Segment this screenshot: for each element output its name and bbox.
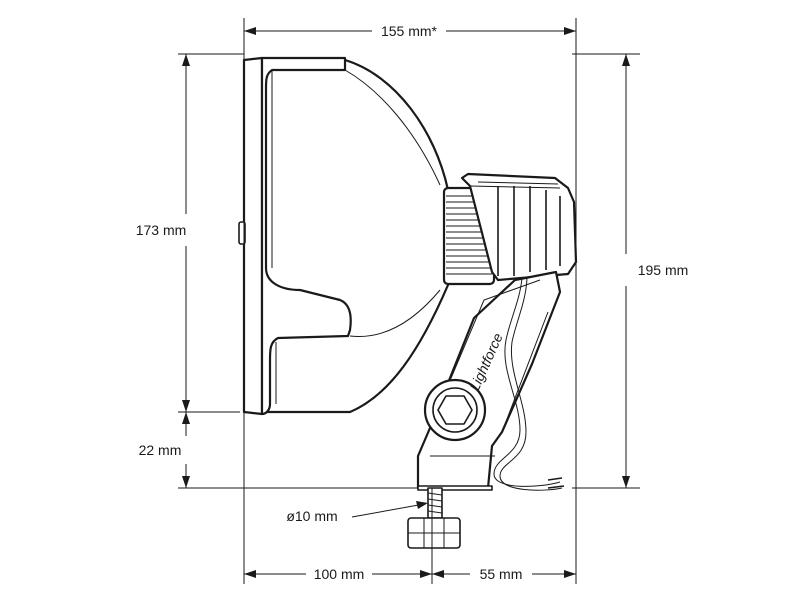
threaded-stud	[427, 487, 443, 519]
dim-front-to-bolt: 100 mm	[314, 566, 365, 582]
extension-vertical	[243, 18, 577, 584]
dimension-labels: 155 mm* 173 mm 22 mm 195 mm ø10 mm 100 m…	[136, 23, 689, 582]
reflector-lower-curve	[349, 289, 441, 338]
nut-facets	[408, 518, 460, 548]
dim-base-height: 22 mm	[139, 442, 182, 458]
wire-b	[499, 277, 563, 491]
wire-a	[493, 277, 561, 487]
dim-lamp-height: 173 mm	[136, 222, 187, 238]
rear-cover-body	[460, 172, 578, 282]
lamp-housing	[238, 56, 450, 416]
rear-cover	[460, 172, 578, 282]
dim-bolt-to-rear: 55 mm	[480, 566, 523, 582]
reflector-curve-line	[344, 69, 441, 186]
bezel-inner-edge	[271, 70, 277, 404]
rear-cover-lip	[469, 181, 561, 189]
wire-ends	[547, 477, 565, 489]
dimension-lines	[178, 18, 640, 584]
reflector-bowl	[260, 58, 450, 414]
extension-horizontal	[178, 53, 640, 584]
dim-overall-width: 155 mm*	[381, 23, 438, 39]
stud-thread-lines	[427, 492, 443, 514]
dim-overall-height: 195 mm	[638, 262, 689, 278]
mounting-bracket: Lightforce	[416, 270, 562, 491]
bezel-ring	[260, 56, 352, 416]
wiring-harness	[493, 277, 565, 491]
pivot-nut-icon	[437, 395, 473, 425]
rear-cover-ribs	[497, 186, 561, 276]
front-lens	[242, 56, 264, 416]
mounting-stud	[407, 487, 461, 549]
dim-bolt-diameter: ø10 mm	[286, 508, 337, 524]
